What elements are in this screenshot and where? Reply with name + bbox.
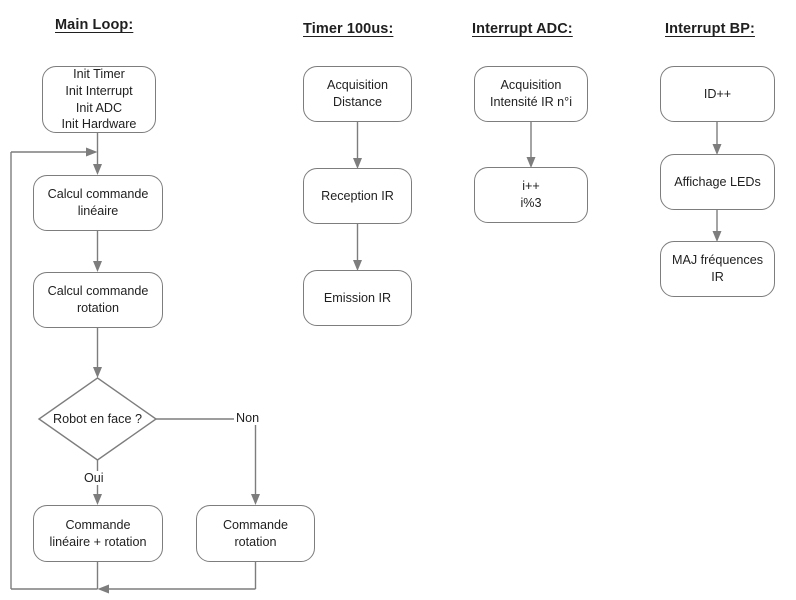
arrowhead-calc-rotation-to-decision (93, 367, 102, 378)
column-title-main-loop: Main Loop: (55, 17, 134, 33)
node-commande-lineaire-rotation-line-0: Commande (65, 517, 131, 532)
node-acquisition-intensite-line-1: Intensité IR n°i (489, 95, 573, 109)
node-commande-rotation-line-0: Commande (222, 517, 289, 532)
node-acquisition-intensite[interactable]: Acquisition Intensité IR n°i (474, 66, 588, 122)
arrowhead-bottom-rail (97, 584, 109, 594)
decision-robot-en-face-label: Robot en face ? (53, 412, 142, 426)
arrowhead-feedback-merge (86, 147, 98, 157)
node-emission-ir-line-0: Emission IR (323, 290, 392, 305)
node-affichage-leds-line-0: Affichage LEDs (674, 174, 761, 189)
node-init-line-3: Init Hardware (61, 117, 137, 132)
node-init-line-2: Init ADC (75, 100, 123, 115)
column-title-interrupt-adc: Interrupt ADC: (472, 21, 573, 37)
node-commande-lineaire-rotation-line-1: linéaire + rotation (49, 534, 147, 549)
node-increment-i-line-1: i%3 (520, 196, 542, 210)
column-title-interrupt-bp: Interrupt BP: (665, 21, 755, 37)
node-init[interactable]: Init Timer Init Interrupt Init ADC Init … (42, 66, 156, 133)
node-affichage-leds[interactable]: Affichage LEDs (660, 154, 775, 210)
arrowhead-decision-non (251, 494, 260, 505)
node-calc-rotation-line-0: Calcul commande (47, 284, 149, 299)
node-maj-frequences-ir[interactable]: MAJ fréquences IR (660, 241, 775, 297)
node-commande-lineaire-rotation[interactable]: Commande linéaire + rotation (33, 505, 163, 562)
node-increment-i-line-0: i++ (522, 179, 540, 194)
node-id-increment-line-0: ID++ (703, 86, 732, 101)
node-init-line-0: Init Timer (73, 67, 125, 82)
node-increment-i[interactable]: i++ i%3 (474, 167, 588, 223)
node-calc-rotation-line-1: rotation (76, 301, 119, 315)
node-acquisition-intensite-line-0: Acquisition (500, 78, 562, 93)
edge-label-non: Non (234, 411, 262, 425)
edge-label-oui: Oui (82, 471, 106, 485)
node-calc-rotation[interactable]: Calcul commande rotation (33, 272, 163, 328)
node-init-line-1: Init Interrupt (65, 83, 133, 98)
decision-robot-en-face[interactable]: Robot en face ? (39, 378, 156, 460)
node-maj-frequences-ir-line-0: MAJ fréquences (672, 253, 763, 268)
node-calc-lineaire-line-1: linéaire (77, 204, 119, 218)
arrowhead-decision-oui (93, 494, 102, 505)
node-commande-rotation-line-1: rotation (234, 534, 277, 549)
node-id-increment[interactable]: ID++ (660, 66, 775, 122)
node-acquisition-distance-line-0: Acquisition (327, 78, 388, 93)
node-acquisition-distance-line-1: Distance (333, 95, 382, 109)
column-title-timer: Timer 100us: (303, 21, 394, 37)
node-reception-ir-line-0: Reception IR (321, 188, 394, 203)
arrowhead-calc-lineaire-to-calc-rotation (93, 261, 102, 272)
node-reception-ir[interactable]: Reception IR (303, 168, 412, 224)
arrowhead-init-to-calc-lineaire (93, 164, 102, 175)
node-calc-lineaire[interactable]: Calcul commande linéaire (33, 175, 163, 231)
node-maj-frequences-ir-line-1: IR (711, 270, 724, 284)
node-emission-ir[interactable]: Emission IR (303, 270, 412, 326)
node-calc-lineaire-line-0: Calcul commande (47, 187, 149, 202)
node-commande-rotation[interactable]: Commande rotation (196, 505, 315, 562)
node-acquisition-distance[interactable]: Acquisition Distance (303, 66, 412, 122)
